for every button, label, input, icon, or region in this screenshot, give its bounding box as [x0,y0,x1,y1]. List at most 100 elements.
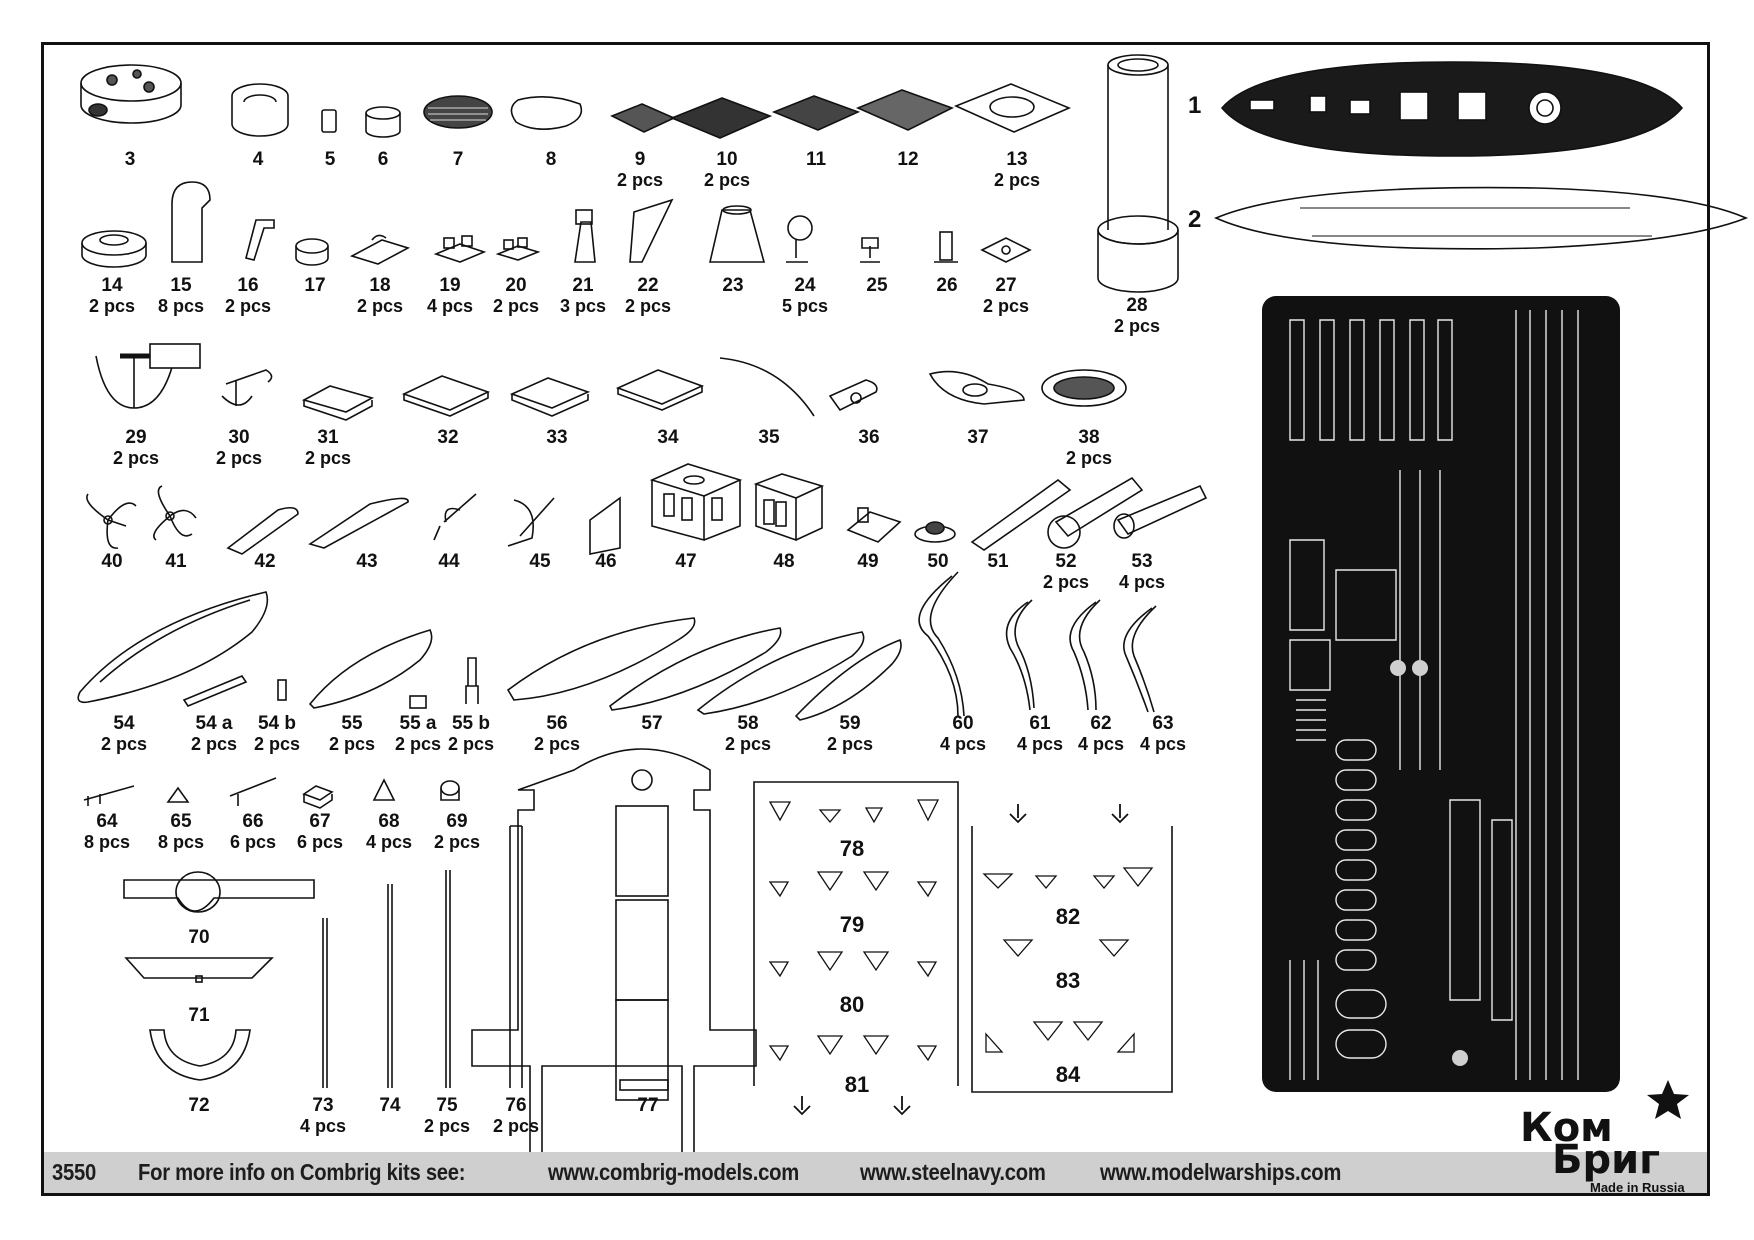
part-55-drawing [308,629,433,709]
part-50-drawing [914,521,956,543]
part-label: 33 [546,427,568,448]
footer-link-combrig[interactable]: www.combrig-models.com [548,1159,799,1185]
part-15-drawing [171,181,211,263]
part-54a-drawing [182,675,248,707]
small-pe-79 [768,871,938,898]
part-58-drawing [696,631,865,715]
arrow-down-icons [793,804,1129,1116]
part-label: 46 [595,551,617,572]
part-77-drawing [471,748,757,1177]
part-61-drawing [1005,599,1035,711]
part-3-drawing [80,64,182,124]
part-59-drawing [794,638,902,721]
part-35-drawing [719,357,815,417]
part-label: 74 [379,1095,401,1116]
part-75-drawing [445,870,451,1088]
footer-link-modelwarships[interactable]: www.modelwarships.com [1100,1159,1342,1185]
part-4-drawing [231,83,289,137]
part-label: 26 [936,275,958,296]
part-63-drawing [1123,605,1157,713]
part-68-drawing [372,778,396,801]
part-52-drawing [1047,476,1144,549]
part-label: 45 [529,551,551,572]
part-label: 11 [805,149,827,170]
photo-etched-fret-drawing [1262,296,1620,1092]
part-48-drawing [753,473,825,542]
part-27-drawing [980,237,1032,263]
part-16-drawing [245,219,275,261]
part-55b-drawing [465,657,479,704]
part-label: 70 [188,927,210,948]
part-66-drawing [229,777,277,806]
part-46-drawing [589,496,621,555]
part-72-drawing [149,1029,251,1081]
part-29-drawing [95,343,201,409]
part-label: 7 [452,149,464,170]
part-41-drawing [153,485,197,541]
part-label: 47 [675,551,697,572]
part-18-drawing [349,234,411,265]
part-67-drawing [302,785,334,809]
part-label-83: 83 [1055,968,1081,993]
part-8-drawing [510,96,583,130]
part-6-drawing [365,106,401,138]
part-label: 44 [438,551,460,572]
box-78-81-frame [753,781,959,1086]
part-label: 43 [356,551,378,572]
part-25-drawing [860,237,880,263]
part-label: 40 [101,551,123,572]
part-44-drawing [433,493,477,541]
part-label: 4 [252,149,264,170]
part-label-82: 82 [1055,904,1081,929]
part-54-drawing [77,591,269,704]
part-28-drawing [1097,54,1179,293]
part-31-drawing [301,385,375,421]
part-label: 57 [641,713,663,734]
part-69-drawing [440,780,460,801]
part-20-drawing [495,237,541,261]
part-40-drawing [86,493,137,549]
small-pe-82 [982,867,1154,890]
part-76-drawing [509,825,523,1088]
logo-line2: Бриг [1552,1137,1661,1183]
part-label: 71 [188,1005,210,1026]
part-9-drawing [610,103,676,133]
part-11-drawing [771,95,861,131]
part-33-drawing [509,377,591,417]
footer-link-steelnavy[interactable]: www.steelnavy.com [860,1159,1046,1185]
part-45-drawing [507,497,555,547]
part-36-drawing [828,379,878,412]
part-71-drawing [124,957,274,983]
part-label: 5 [324,149,336,170]
part-12-drawing [855,89,955,131]
part-70-drawing [123,871,315,913]
part-label: 50 [927,551,949,572]
part-37-drawing [928,370,1025,405]
part-label-84: 84 [1055,1062,1081,1087]
part-32-drawing [401,375,491,417]
